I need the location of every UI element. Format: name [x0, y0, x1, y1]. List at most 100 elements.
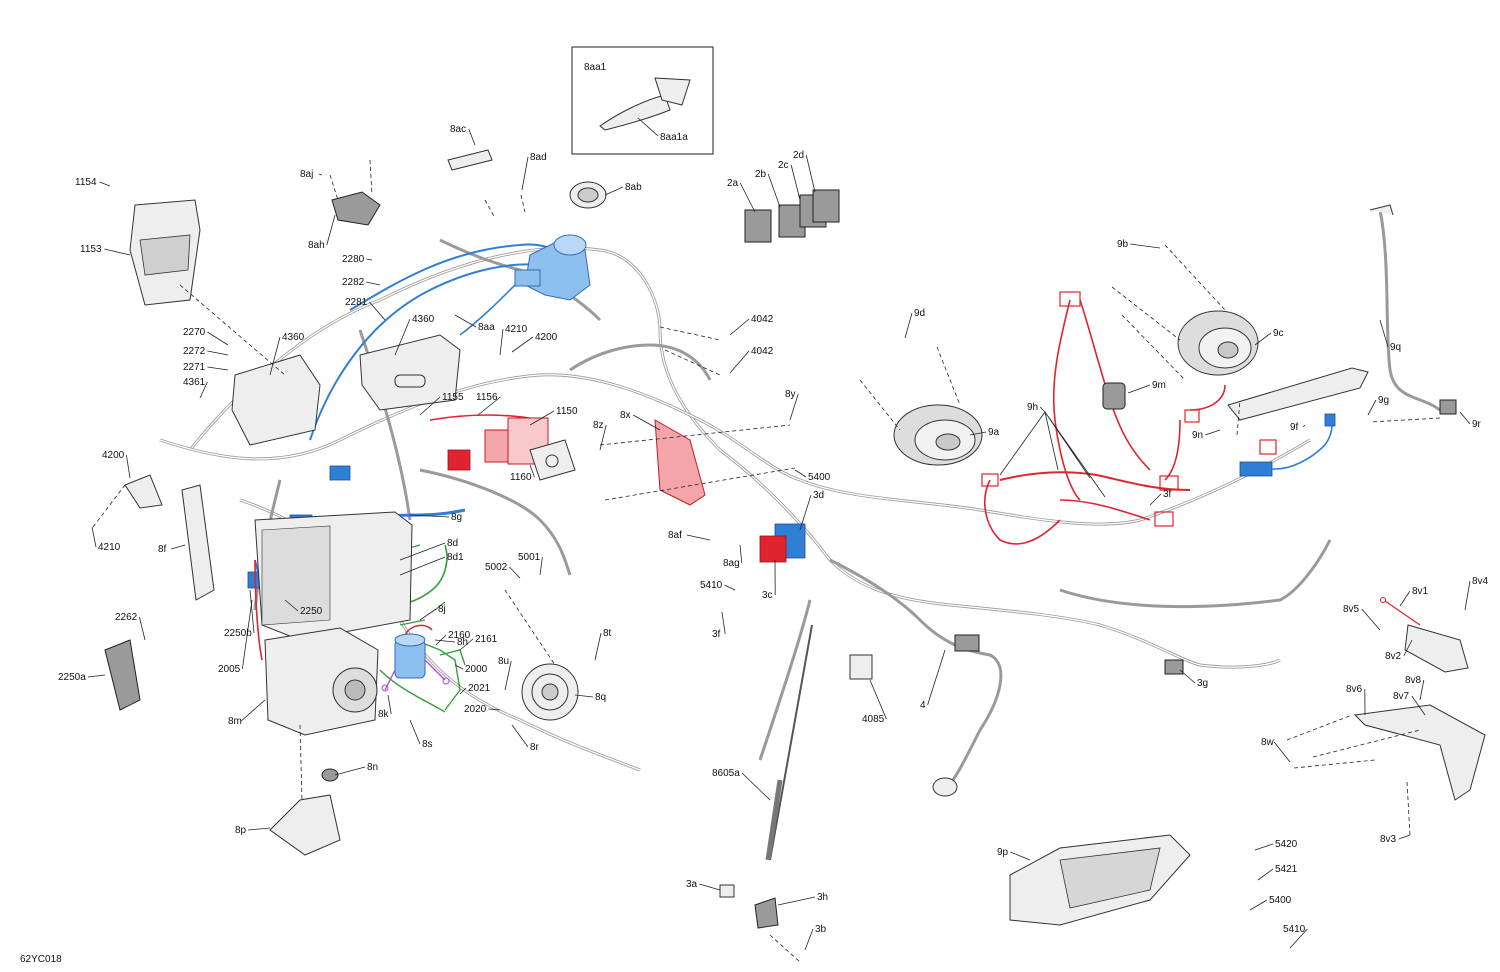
callout-label: 9c	[1273, 328, 1284, 339]
callout-label: 4200	[102, 450, 125, 461]
callout-label: 8f	[158, 544, 167, 555]
callout-leader	[1464, 580, 1471, 611]
callout-label: 4360	[282, 332, 305, 343]
callout-leader	[99, 181, 111, 187]
callout-label: 8ac	[450, 124, 466, 135]
callout-leader	[1361, 608, 1381, 631]
callout-label: 9q	[1390, 342, 1401, 353]
callout-leader	[269, 336, 281, 376]
callout-label: 2005	[218, 664, 241, 675]
callout-label: 8af	[668, 530, 682, 541]
callout-leader	[1273, 741, 1291, 763]
callout-label: 8q	[595, 692, 606, 703]
callout-leader	[633, 414, 661, 431]
callout-label: 9d	[914, 308, 925, 319]
starter-solenoid	[381, 633, 450, 692]
callout-leader	[1289, 928, 1308, 949]
inset-label: 8aa1a	[660, 132, 688, 143]
callout-label: 8d	[447, 538, 458, 549]
callout-label: 8u	[498, 656, 509, 667]
callout-leader	[207, 366, 229, 371]
callout-label: 8v4	[1472, 576, 1489, 587]
callout-label: 9p	[997, 847, 1009, 858]
callout-leader	[529, 464, 535, 478]
callout-leader	[599, 424, 607, 451]
callout-label: 2b	[755, 169, 767, 180]
callout-leader	[1254, 843, 1274, 851]
callout-label: 8d1	[447, 552, 464, 563]
callout-leader	[777, 896, 816, 906]
callout-leader	[511, 336, 534, 353]
callout-leader	[1130, 243, 1161, 249]
callout-leader	[721, 611, 726, 635]
callout-leader	[91, 526, 97, 548]
callout-leader	[488, 708, 501, 711]
callout-leader	[126, 454, 131, 479]
callout-leader	[1419, 679, 1425, 701]
callout-leader	[248, 827, 271, 831]
callout-leader	[969, 431, 987, 436]
callout-label: 2d	[793, 150, 804, 161]
callout-leader	[767, 173, 781, 208]
drawing-code: 62YC018	[20, 954, 62, 965]
callout-label: 8v5	[1343, 604, 1360, 615]
callout-label: 1160	[510, 472, 532, 483]
callout-leader	[1127, 384, 1151, 394]
callout-leader	[729, 318, 750, 336]
callout-leader	[366, 258, 373, 261]
callout-leader	[574, 694, 594, 698]
callout-leader	[789, 393, 799, 421]
callout-label: 8v8	[1405, 675, 1422, 686]
callout-leader	[1205, 429, 1221, 436]
callout-leader	[454, 664, 464, 670]
callout-label: 9f	[1290, 422, 1299, 433]
callout-label: 8ag	[723, 558, 740, 569]
callout-label: 3b	[815, 924, 827, 935]
callout-label: 2020	[464, 704, 487, 715]
callout-leader	[1179, 669, 1196, 684]
callout-leader	[729, 350, 750, 374]
callout-label: 1153	[80, 244, 102, 255]
callout-leader	[477, 396, 501, 416]
callout-label: 9m	[1152, 380, 1166, 391]
callout-leader	[805, 154, 816, 193]
callout-label: 4361	[183, 377, 206, 388]
callout-label: 9h	[1027, 402, 1038, 413]
callout-label: 2a	[727, 178, 739, 189]
callout-label: 4200	[535, 332, 558, 343]
red-wiring-harness	[254, 291, 1421, 661]
callout-label: 8ab	[625, 182, 642, 193]
callout-label: 8v3	[1380, 834, 1397, 845]
callout-label: 5420	[1275, 839, 1298, 850]
callout-leader	[1459, 411, 1471, 425]
callout-label: 8t	[603, 628, 612, 639]
callout-label: 8v6	[1346, 684, 1363, 695]
callout-leader	[790, 164, 801, 201]
callout-leader	[334, 766, 366, 776]
callout-label: 4042	[751, 314, 774, 325]
callout-leader	[529, 410, 555, 426]
callout-label: 8m	[228, 716, 242, 727]
callout-leader	[171, 544, 186, 550]
callout-label: 1150	[556, 406, 578, 417]
callout-leaders	[87, 117, 1471, 951]
callout-label: 2272	[183, 346, 206, 357]
speaker-9c	[1177, 310, 1259, 376]
callout-label: 9n	[1192, 430, 1203, 441]
callout-label: 2250a	[58, 672, 86, 683]
callout-leader	[459, 638, 474, 651]
callout-leader	[104, 248, 131, 256]
callout-label: 8h	[457, 637, 468, 648]
callout-label: 8aa	[478, 322, 495, 333]
callout-leader	[594, 632, 602, 661]
assembly-lines	[92, 159, 1441, 963]
callout-leader	[1411, 695, 1426, 716]
callout-leader	[249, 589, 255, 634]
speaker-9a	[893, 404, 983, 466]
callout-leader	[199, 381, 208, 399]
callout-label: 8aj	[300, 169, 313, 180]
callout-label: 5400	[1269, 895, 1292, 906]
callout-leader	[366, 281, 381, 286]
callout-label: 3f	[712, 629, 721, 640]
callout-leader	[869, 679, 887, 720]
